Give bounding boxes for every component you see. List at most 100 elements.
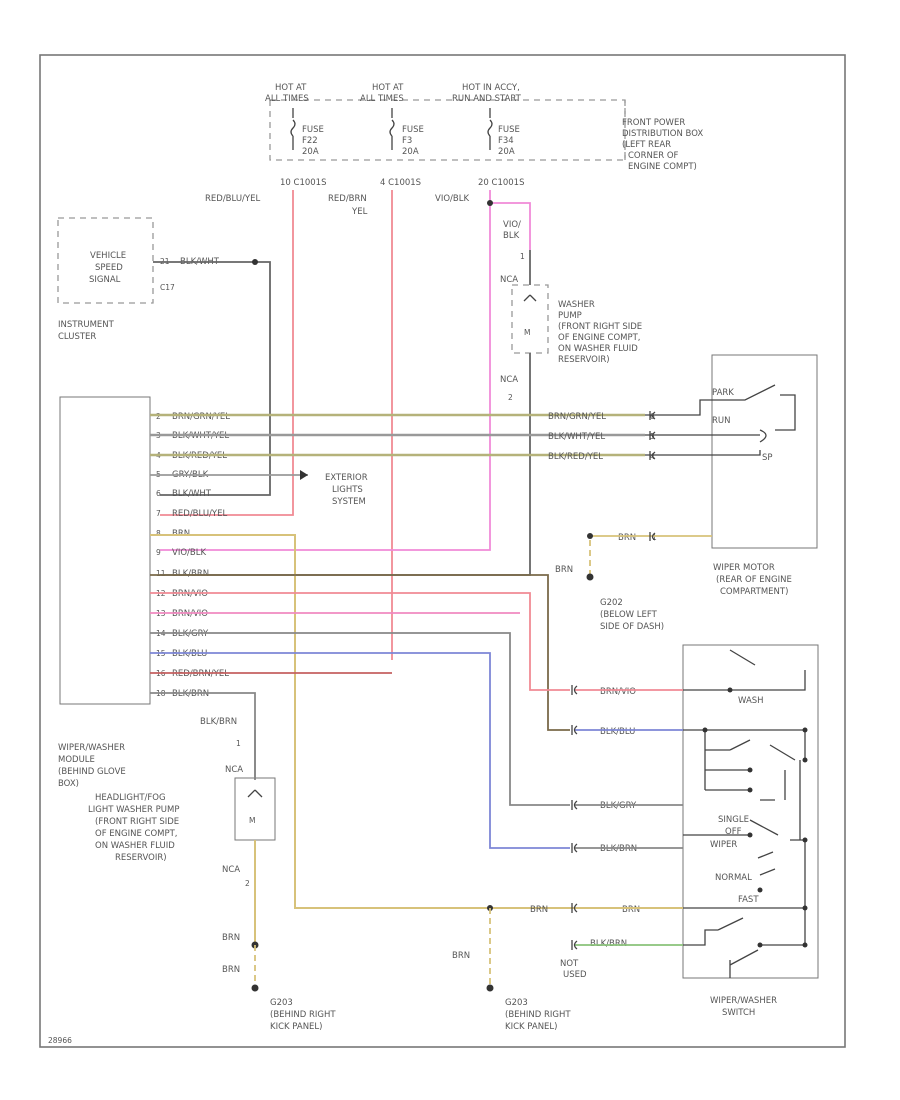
svg-text:M: M [249,816,255,825]
wire-blk-wht-vss [153,261,271,496]
svg-text:BLK/BRN: BLK/BRN [600,844,637,854]
svg-text:F34: F34 [498,136,514,146]
svg-text:FUSE: FUSE [402,125,424,135]
svg-text:2: 2 [156,412,161,421]
svg-text:20A: 20A [498,147,515,157]
svg-text:CORNER OF: CORNER OF [628,151,679,161]
svg-text:SWITCH: SWITCH [722,1008,755,1018]
svg-text:NCA: NCA [225,765,243,775]
svg-text:G203: G203 [270,998,293,1008]
svg-text:NCA: NCA [222,865,240,875]
svg-text:SPEED: SPEED [95,263,123,273]
svg-text:HOT AT: HOT AT [275,83,307,93]
connector-c1001s-4: 4 C1001S [380,178,421,188]
svg-text:SP: SP [762,453,773,463]
svg-text:M: M [524,328,530,337]
distribution-box-label: FRONT POWER DISTRIBUTION BOX (LEFT REAR … [622,118,703,172]
svg-text:EXTERIOR: EXTERIOR [325,473,368,483]
svg-text:SYSTEM: SYSTEM [332,497,366,507]
svg-text:(BEHIND GLOVE: (BEHIND GLOVE [58,767,126,777]
svg-text:BLK/GRY: BLK/GRY [172,629,209,639]
ground-g203-right: BRN G203 (BEHIND RIGHT KICK PANEL) [452,905,571,1032]
ground-g202: BRN G202 (BELOW LEFT SIDE OF DASH) [555,540,664,632]
svg-text:G202: G202 [600,598,623,608]
wiper-washer-module: WIPER/WASHER MODULE (BEHIND GLOVE BOX) [58,396,151,789]
svg-text:C17: C17 [160,283,175,292]
svg-text:OF ENGINE COMPT,: OF ENGINE COMPT, [558,333,641,343]
svg-text:LIGHT WASHER PUMP: LIGHT WASHER PUMP [88,805,179,815]
svg-text:1: 1 [652,533,657,542]
svg-text:BLK: BLK [503,231,520,241]
svg-text:SINGLE: SINGLE [718,815,749,825]
svg-text:NOT: NOT [560,959,579,969]
svg-text:SIGNAL: SIGNAL [89,275,121,285]
svg-text:KICK PANEL): KICK PANEL) [505,1022,557,1032]
svg-text:8: 8 [156,529,161,538]
wiper-motor: BRN/GRN/YEL BLK/WHT/YEL BLK/RED/YEL 6 5 … [548,354,818,597]
svg-text:BLK/WHT: BLK/WHT [172,489,212,499]
svg-text:NCA: NCA [500,275,518,285]
wire-label-red-brn: RED/BRN [328,194,367,204]
svg-text:WIPER: WIPER [710,840,737,850]
connector-markers [571,411,656,950]
exterior-lights-system: EXTERIOR LIGHTS SYSTEM [300,470,368,507]
svg-text:LIGHTS: LIGHTS [332,485,363,495]
wire-vio-blk-pump [490,202,531,250]
svg-text:BRN/VIO: BRN/VIO [600,687,636,697]
svg-text:ENGINE COMPT): ENGINE COMPT) [628,162,697,172]
svg-text:OF ENGINE COMPT,: OF ENGINE COMPT, [95,829,178,839]
svg-text:9: 9 [156,548,161,557]
wire-label-red-blu-yel: RED/BLU/YEL [205,194,260,204]
svg-text:FUSE: FUSE [302,125,324,135]
svg-text:NCA: NCA [500,375,518,385]
svg-text:ALL TIMES: ALL TIMES [360,94,404,104]
svg-text:WASHER: WASHER [558,300,595,310]
svg-text:BRN: BRN [555,565,573,575]
svg-text:WIPER/WASHER: WIPER/WASHER [710,996,777,1006]
svg-text:(FRONT RIGHT SIDE: (FRONT RIGHT SIDE [95,817,179,827]
wiper-washer-switch: WASH SINGLE OFF WIPER NORMAL FAST WIPER/… [682,644,819,1018]
svg-text:(BEHIND RIGHT: (BEHIND RIGHT [505,1010,571,1020]
connector-c1001s-20: 20 C1001S [478,178,524,188]
svg-text:ON WASHER FLUID: ON WASHER FLUID [558,344,638,354]
svg-text:COMPARTMENT): COMPARTMENT) [720,587,788,597]
svg-text:RESERVOIR): RESERVOIR) [558,355,610,365]
svg-text:HOT AT: HOT AT [372,83,404,93]
svg-text:RUN AND START: RUN AND START [452,94,522,104]
svg-text:BLK/BRN: BLK/BRN [172,569,209,579]
svg-text:FAST: FAST [738,895,759,905]
svg-text:F3: F3 [402,136,412,146]
wire-blk-gry-pin14 [150,632,570,806]
wire-label-vio-blk: VIO/BLK [435,194,469,204]
svg-text:BLK/BRN: BLK/BRN [200,717,237,727]
svg-text:FRONT POWER: FRONT POWER [622,118,685,128]
svg-text:KICK PANEL): KICK PANEL) [270,1022,322,1032]
svg-text:ON WASHER FLUID: ON WASHER FLUID [95,841,175,851]
svg-text:7: 7 [156,509,161,518]
svg-text:BRN/GRN/YEL: BRN/GRN/YEL [172,412,230,422]
svg-text:CLUSTER: CLUSTER [58,332,96,342]
svg-text:20A: 20A [302,147,319,157]
svg-text:BLK/RED/YEL: BLK/RED/YEL [548,452,603,462]
svg-text:1: 1 [520,252,525,261]
svg-text:(BELOW LEFT: (BELOW LEFT [600,610,658,620]
svg-text:11: 11 [156,569,166,578]
svg-text:HOT IN ACCY,: HOT IN ACCY, [462,83,520,93]
svg-text:2: 2 [245,879,250,888]
svg-text:(REAR OF ENGINE: (REAR OF ENGINE [716,575,792,585]
svg-text:WIPER MOTOR: WIPER MOTOR [713,563,775,573]
svg-text:(LEFT REAR: (LEFT REAR [622,140,671,150]
wire-vio-blk-feed [160,190,491,551]
fuse-f3: HOT AT ALL TIMES FUSE F3 20A [360,83,424,157]
svg-text:NORMAL: NORMAL [715,873,752,883]
svg-text:G203: G203 [505,998,528,1008]
figure-id: 28966 [48,1036,72,1045]
svg-text:1: 1 [236,739,241,748]
svg-text:BRN: BRN [622,905,640,915]
wire-label-brn-ground: BRN [530,905,548,915]
svg-text:(FRONT RIGHT SIDE: (FRONT RIGHT SIDE [558,322,642,332]
svg-text:FUSE: FUSE [498,125,520,135]
svg-text:BRN/VIO: BRN/VIO [172,589,208,599]
wire-red-blu-yel-vertical [160,190,294,516]
svg-text:6: 6 [156,489,161,498]
